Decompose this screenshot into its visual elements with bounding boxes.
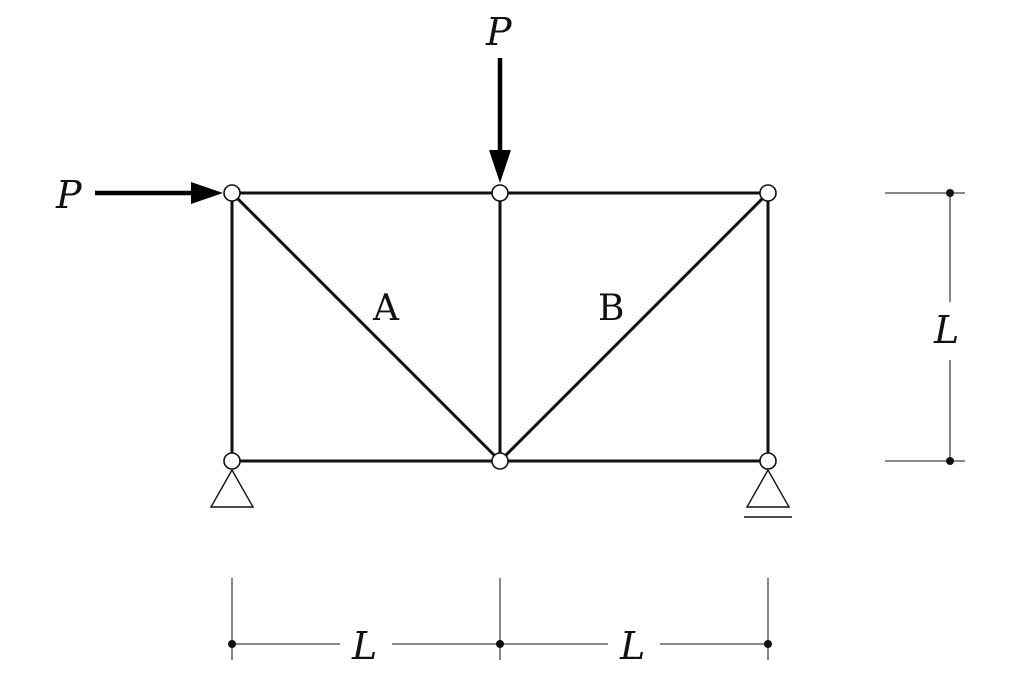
joint-top-left	[223, 184, 241, 202]
member-a-label: A	[372, 288, 400, 329]
truss-members	[230, 191, 770, 463]
bay-dimension-dot-left	[228, 640, 236, 648]
height-dimension-label: L	[933, 308, 959, 352]
diagonal-member-a	[230, 191, 502, 463]
horizontal-load-label: P	[55, 173, 83, 217]
vertical-load-label: P	[485, 10, 513, 54]
joint-top-right	[759, 184, 777, 202]
height-dimension	[885, 189, 965, 465]
joint-bottom-middle	[491, 452, 509, 470]
roller-support	[745, 468, 791, 508]
vertical-load-arrow	[489, 58, 511, 183]
joint-top-middle	[491, 184, 509, 202]
bay-right-dimension-label: L	[619, 624, 645, 668]
joints	[223, 184, 777, 470]
height-dimension-dot-top	[946, 189, 954, 197]
supports	[209, 468, 792, 518]
height-dimension-dot-bottom	[946, 457, 954, 465]
bay-left-dimension-label: L	[351, 624, 377, 668]
bay-dimension-dot-middle	[496, 640, 504, 648]
bay-dimensions	[228, 578, 772, 660]
vertical-load-arrowhead	[489, 150, 511, 183]
pin-support	[209, 468, 255, 508]
joint-bottom-right	[759, 452, 777, 470]
diagonal-member-b	[498, 191, 770, 463]
joint-bottom-left	[223, 452, 241, 470]
horizontal-load-arrowhead	[191, 182, 223, 204]
horizontal-load-arrow	[95, 182, 223, 204]
member-b-label: B	[598, 288, 624, 329]
bay-dimension-dot-right	[764, 640, 772, 648]
